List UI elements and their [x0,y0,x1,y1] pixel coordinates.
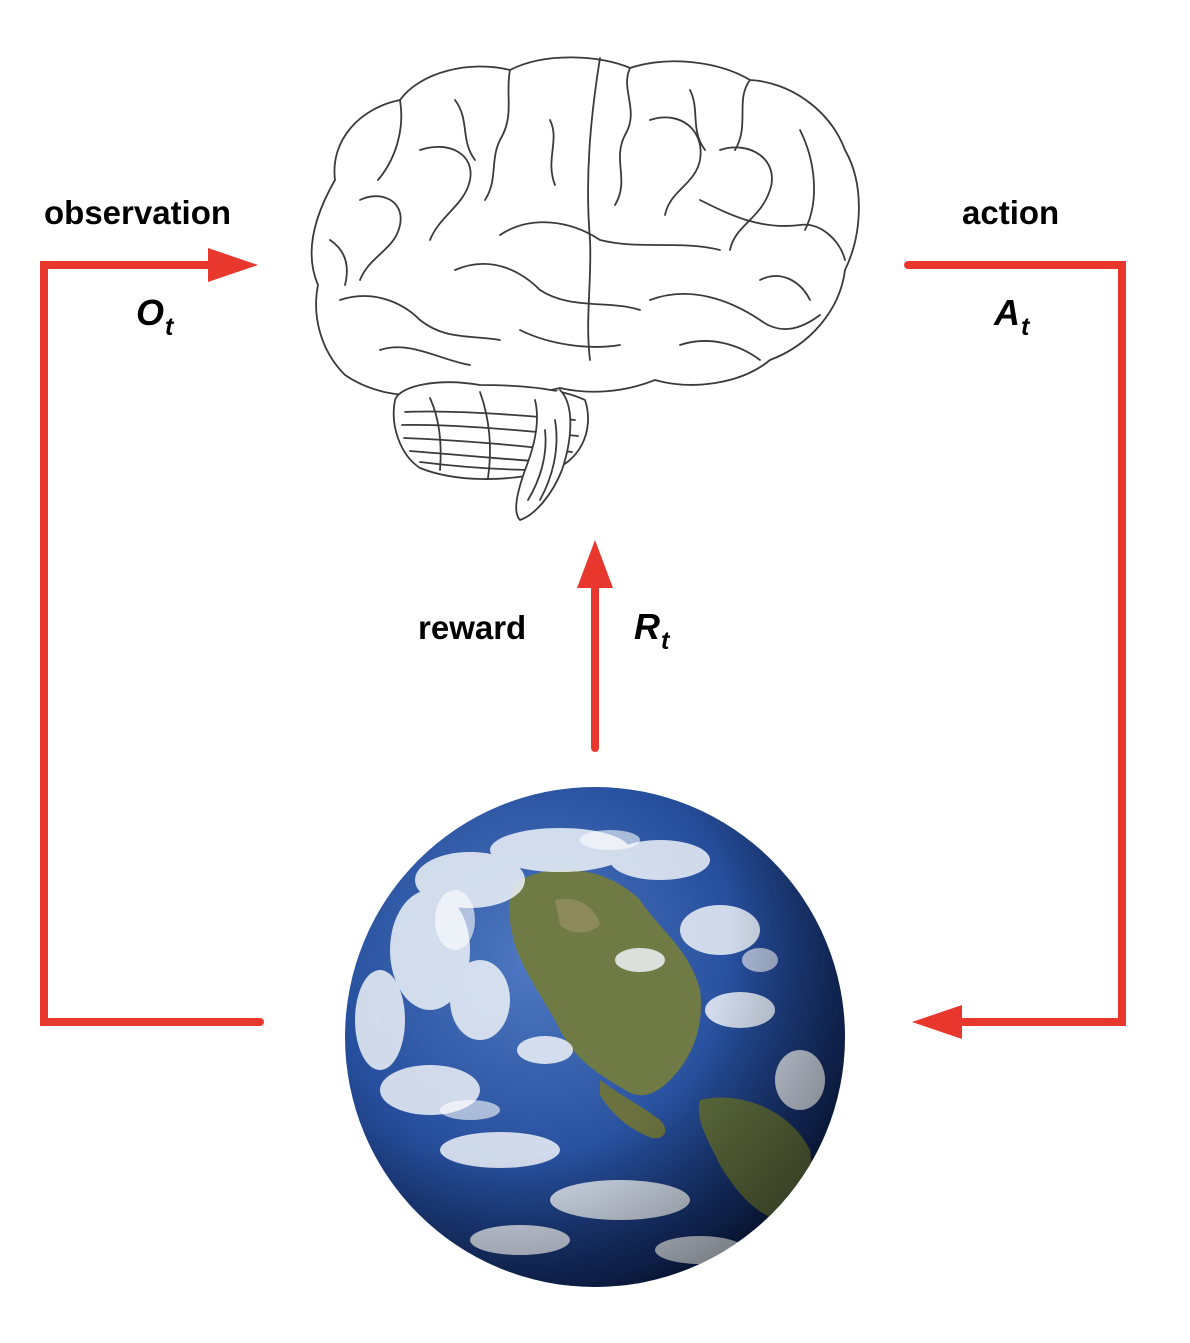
observation-arrow [40,248,264,1026]
brain-illustration [310,56,860,521]
reward-label: reward [418,609,527,646]
action-symbol-subscript: t [1021,313,1030,341]
reward-symbol: Rt [634,606,669,655]
action-symbol-letter: A [994,292,1020,333]
earth-globe [345,787,845,1287]
action-label: action [962,194,1060,231]
reward-symbol-letter: R [634,606,660,647]
observation-symbol-letter: O [136,292,165,333]
reward-symbol-subscript: t [661,627,670,655]
observation-label: observation [44,194,232,231]
observation-symbol-subscript: t [165,313,174,341]
action-symbol: At [994,292,1029,341]
action-arrow [904,261,1126,1039]
reward-arrow [577,540,613,752]
observation-symbol: Ot [136,292,173,341]
